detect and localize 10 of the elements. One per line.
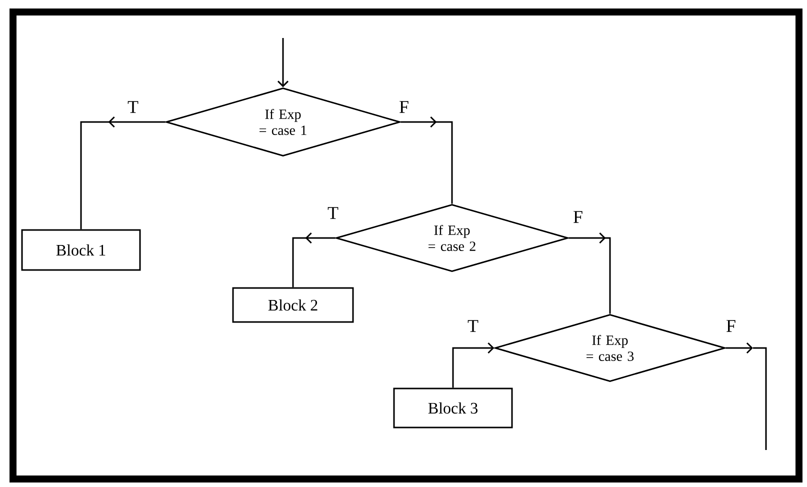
edge-label: T <box>466 319 480 333</box>
arrow <box>452 342 494 388</box>
arrow <box>726 342 753 354</box>
edge-label: F <box>572 210 584 224</box>
arrow <box>277 38 289 88</box>
edge-label: F <box>725 319 737 333</box>
process-box: Block 3 <box>393 388 513 428</box>
process-box: Block 1 <box>21 229 141 271</box>
edge-label: T <box>126 100 140 114</box>
process-box: Block 2 <box>232 287 354 323</box>
